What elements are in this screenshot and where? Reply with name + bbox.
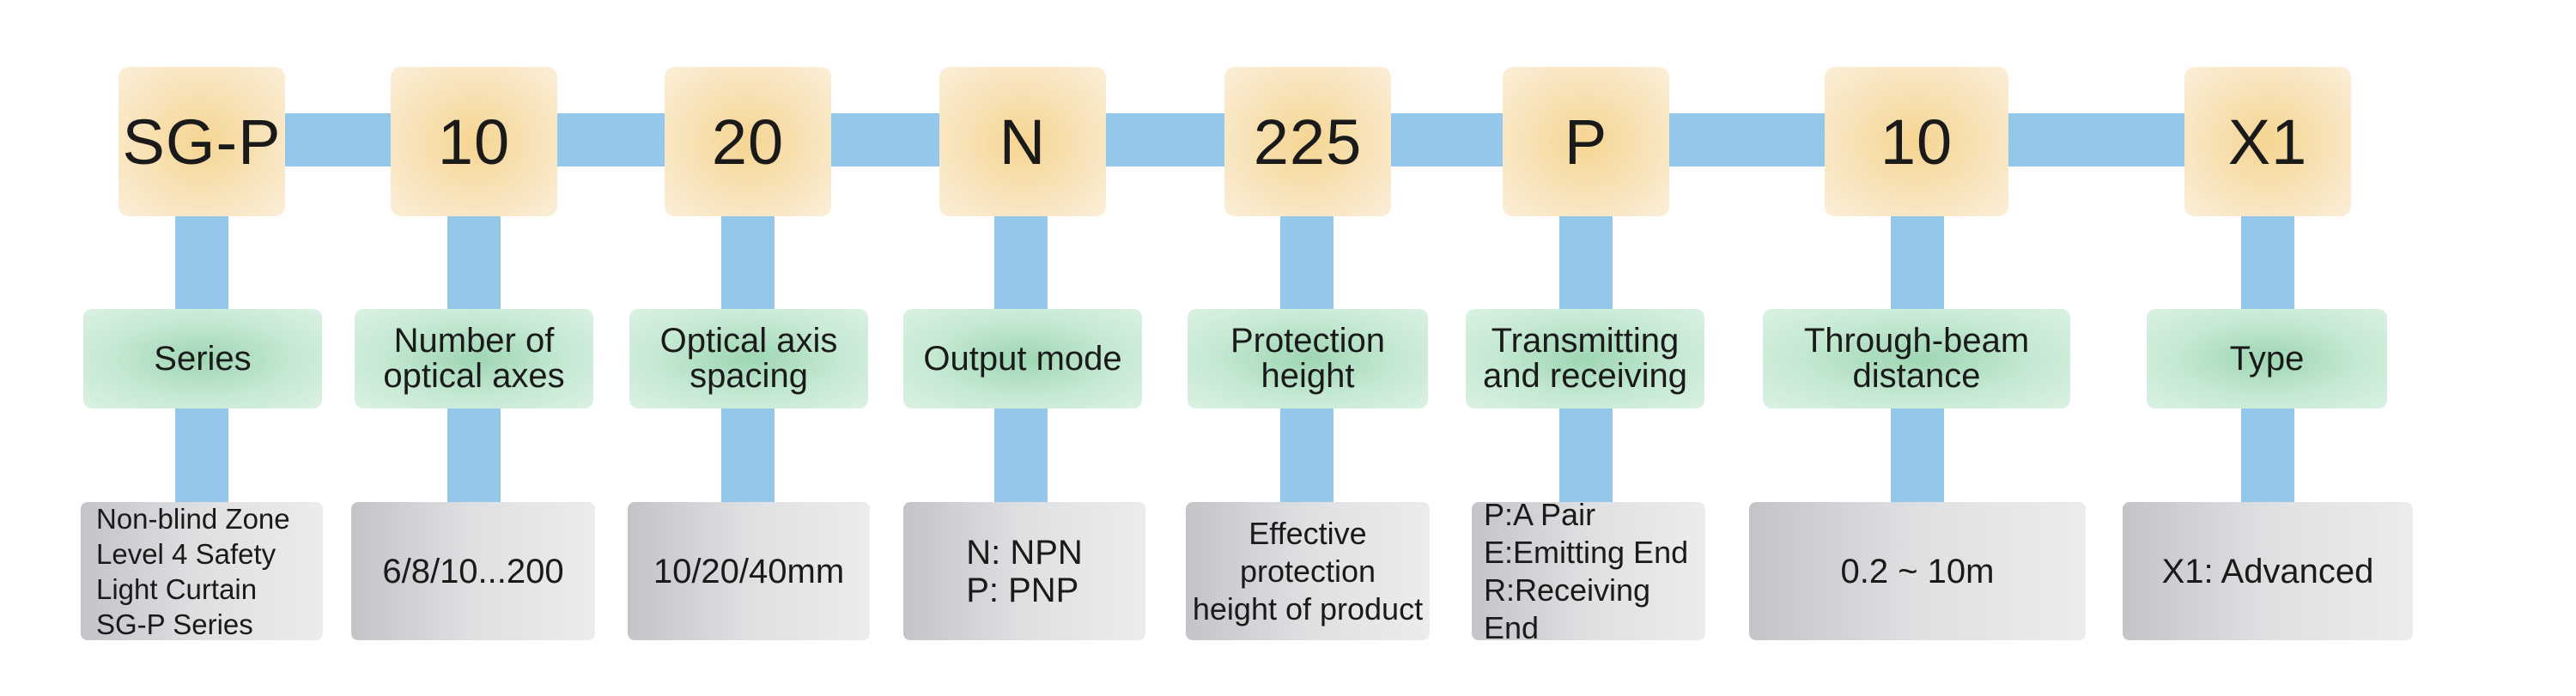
code-transmit: P bbox=[1503, 67, 1669, 216]
label-type: Type bbox=[2147, 309, 2387, 409]
code-type: X1 bbox=[2184, 67, 2351, 216]
code-distance: 10 bbox=[1825, 67, 2008, 216]
desc-series: Non-blind Zone Level 4 Safety Light Curt… bbox=[81, 502, 323, 640]
label-output: Output mode bbox=[903, 309, 1142, 409]
code-output: N bbox=[939, 67, 1106, 216]
desc-axes: 6/8/10...200 bbox=[351, 502, 595, 640]
label-axes: Number of optical axes bbox=[355, 309, 593, 409]
desc-type: X1: Advanced bbox=[2123, 502, 2413, 640]
desc-transmit: P:A Pair E:Emitting End R:Receiving End bbox=[1472, 497, 1705, 645]
code-axes: 10 bbox=[391, 67, 557, 216]
code-height: 225 bbox=[1224, 67, 1391, 216]
code-spacing: 20 bbox=[665, 67, 831, 216]
desc-distance: 0.2 ~ 10m bbox=[1749, 502, 2086, 640]
desc-output: N: NPN P: PNP bbox=[903, 502, 1145, 640]
label-distance: Through-beam distance bbox=[1763, 309, 2070, 409]
desc-spacing: 10/20/40mm bbox=[628, 502, 870, 640]
label-height: Protection height bbox=[1188, 309, 1428, 409]
desc-height: Effective protection height of product bbox=[1186, 502, 1430, 640]
label-spacing: Optical axis spacing bbox=[629, 309, 868, 409]
code-series: SG-P bbox=[118, 67, 285, 216]
label-transmit: Transmitting and receiving bbox=[1466, 309, 1704, 409]
label-series: Series bbox=[83, 309, 322, 409]
